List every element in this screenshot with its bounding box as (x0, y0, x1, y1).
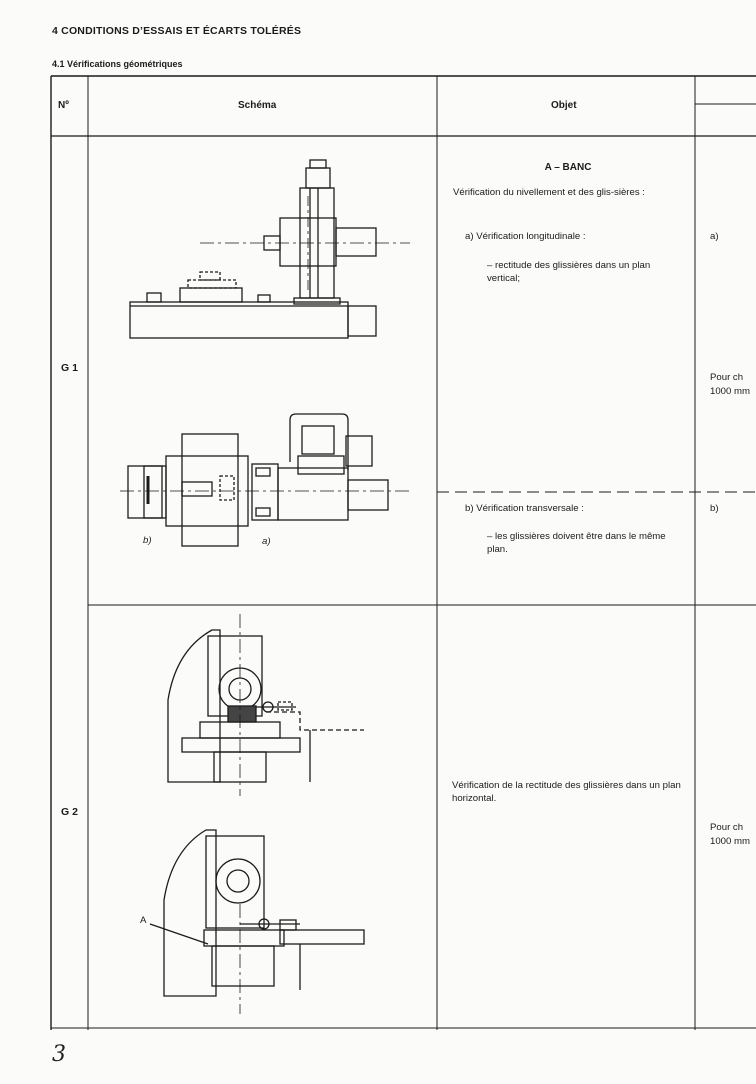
g1-intro: Vérification du nivellement et des glis-… (453, 187, 645, 198)
g1-item-a: a) Vérification longitudinale : (465, 231, 586, 242)
subsection-title: 4.1 Vérifications géométriques (52, 59, 183, 69)
g2-lower-figure (149, 829, 365, 1014)
g1-side-view-figure (129, 159, 410, 339)
header-objet: Objet (551, 100, 577, 111)
g1-figure-label-a: a) (262, 536, 271, 547)
header-no: Nº (58, 100, 69, 111)
g1-figure-label-b: b) (143, 535, 152, 546)
g1-item-a-detail: – rectitude des glissières dans un plan … (487, 260, 651, 284)
g1-plan-view-figure (120, 413, 412, 547)
row-id-g1: G 1 (61, 362, 78, 374)
g2-figure-label-a: A (140, 915, 147, 926)
g2-objet-text: Vérification de la rectitude des glissiè… (452, 780, 681, 804)
g1-right-mm: 1000 mm (710, 386, 750, 397)
g1-heading: A – BANC (544, 162, 592, 173)
section-title: 4 CONDITIONS D’ESSAIS ET ÉCARTS TOLÉRÉS (52, 25, 302, 37)
g1-item-b-detail: – les glissières doivent être dans le mê… (487, 531, 666, 555)
page-number: 3 (52, 1042, 66, 1067)
g1-right-pour: Pour ch (710, 372, 744, 383)
header-schema: Schéma (238, 100, 277, 111)
g1-right-b: b) (710, 503, 719, 514)
row-id-g2: G 2 (61, 806, 78, 818)
g2-right-mm: 1000 mm (710, 836, 750, 847)
g1-right-a: a) (710, 231, 719, 242)
g1-item-b: b) Vérification transversale : (465, 503, 584, 514)
g2-right-pour: Pour ch (710, 822, 744, 833)
g2-upper-figure (167, 614, 364, 796)
